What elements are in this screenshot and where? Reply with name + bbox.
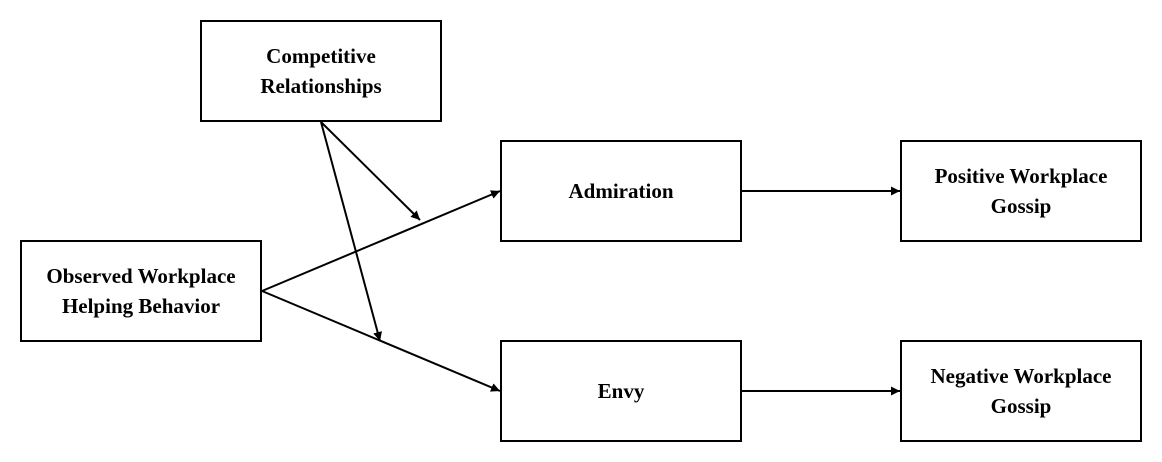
node-label-positive-gossip: Positive Workplace Gossip (934, 164, 1108, 218)
node-label-negative-gossip: Negative Workplace Gossip (930, 364, 1112, 418)
node-admiration: Admiration (500, 140, 742, 242)
node-envy: Envy (500, 340, 742, 442)
arrow-competitive-moderates-admiration (320, 121, 421, 221)
node-negative-workplace-gossip: Negative Workplace Gossip (900, 340, 1142, 442)
node-observed-helping-behavior: Observed Workplace Helping Behavior (20, 240, 262, 342)
arrow-competitive-moderates-envy (320, 121, 383, 342)
node-label-competitive: Competitive Relationships (260, 44, 382, 98)
node-label-admiration: Admiration (568, 179, 674, 203)
node-positive-workplace-gossip: Positive Workplace Gossip (900, 140, 1142, 242)
node-label-envy: Envy (597, 379, 645, 403)
node-competitive-relationships: Competitive Relationships (200, 20, 442, 122)
node-label-observed: Observed Workplace Helping Behavior (46, 264, 236, 318)
arrow-observed-to-admiration (261, 190, 501, 292)
arrow-observed-to-envy (261, 290, 501, 392)
